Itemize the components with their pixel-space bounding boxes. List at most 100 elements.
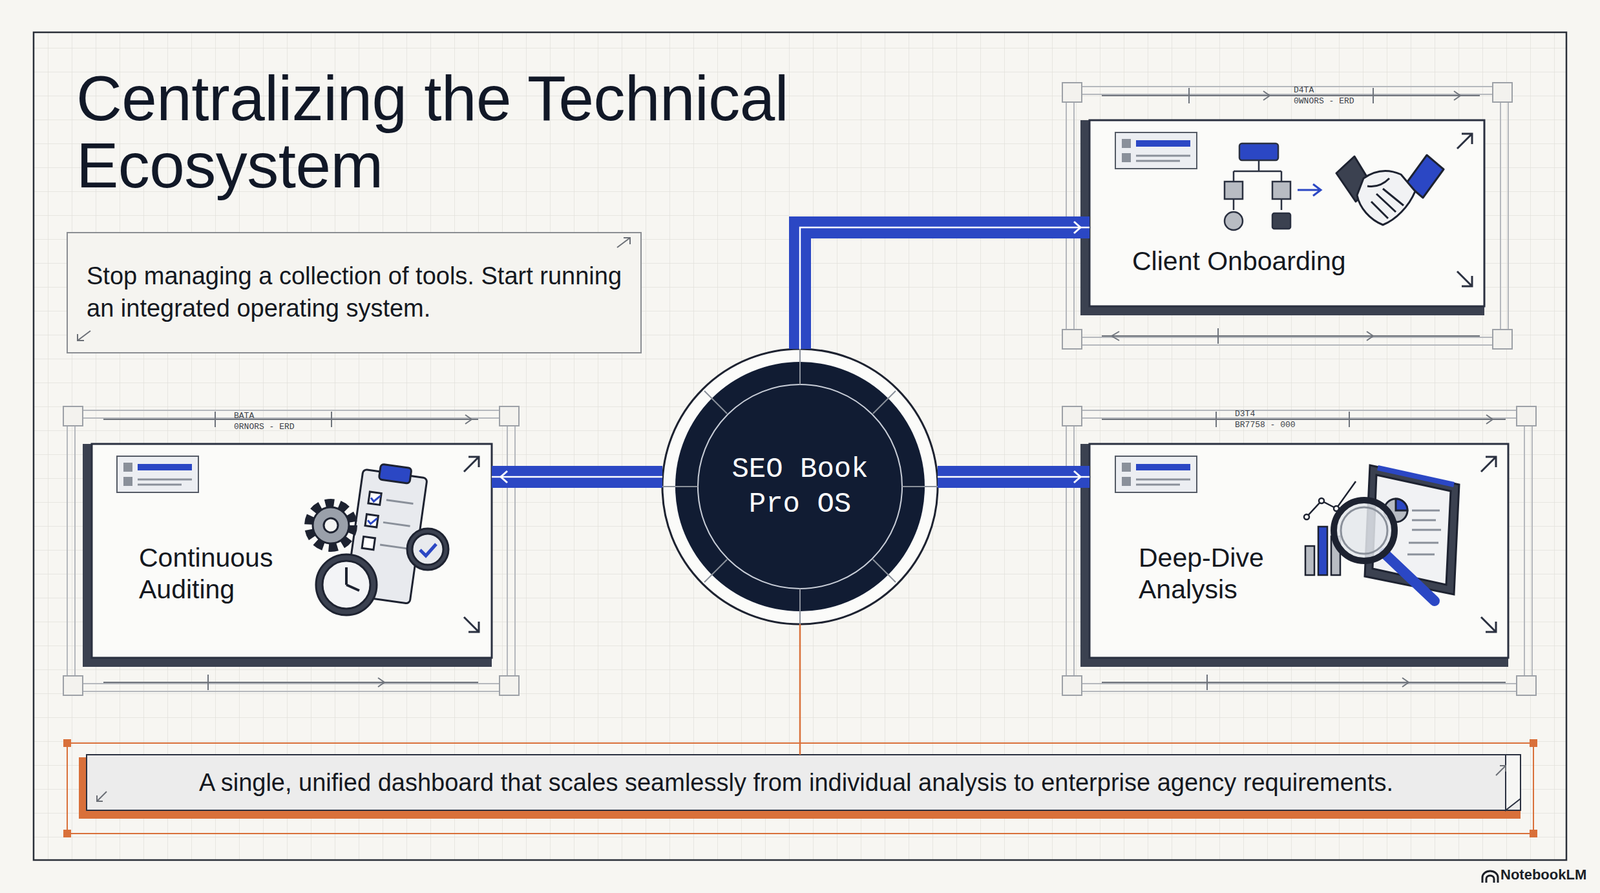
frame-tag: D4TA: [1293, 85, 1314, 96]
list-icon: [1121, 476, 1131, 486]
gear-icon: [309, 504, 353, 547]
connector: [937, 471, 1090, 483]
grid-ground: [33, 32, 1567, 861]
blueprint-frame: [1066, 410, 1533, 692]
hub-circle: [697, 384, 903, 589]
blueprint-frame: [1073, 418, 1525, 684]
connector: [491, 471, 663, 483]
tablet-icon: [1377, 467, 1454, 485]
check-icon: [412, 533, 444, 565]
note-box: [77, 330, 91, 341]
frame-corner: [63, 406, 83, 426]
frame-corner: [1516, 406, 1537, 426]
frame-corner: [499, 406, 519, 426]
flowchart-icon: [1224, 143, 1321, 231]
node-label: Continuous Auditing: [138, 542, 292, 606]
band-frame: [1505, 754, 1521, 811]
corner-arrow: [1457, 133, 1473, 149]
connector-band: [937, 465, 1090, 488]
blueprint-frame: [74, 418, 508, 684]
watermark: NotebookLM: [1500, 866, 1587, 884]
list-icon: [116, 456, 199, 493]
list-icon: [1115, 456, 1197, 493]
box-shadow: [1080, 120, 1485, 316]
clipboard-icon: [386, 500, 414, 505]
clipboard-icon: [361, 536, 375, 550]
handshake-icon: [1357, 171, 1416, 225]
list-icon: [1115, 132, 1197, 169]
frame-tag: BR7758 - 000: [1234, 420, 1296, 431]
corner-arrow: [463, 133, 1496, 632]
band-frame: [67, 743, 1534, 834]
box-fill: [91, 443, 492, 658]
frame-corner: [1062, 329, 1082, 349]
flowchart-icon: [1272, 213, 1291, 229]
flowchart-icon: [1224, 181, 1243, 200]
box-fill: [91, 120, 1509, 658]
band-frame: [1529, 829, 1538, 838]
node-label: Deep-Dive Analysis: [1138, 542, 1285, 606]
band-frame: [86, 754, 1521, 811]
node-label: Client Onboarding: [1132, 245, 1411, 278]
corner-arrow: [1457, 271, 1473, 287]
frame-tag: 0RNORS - ERD: [233, 421, 295, 433]
frame-tag: BATA: [233, 410, 254, 422]
list-icon: [1136, 140, 1191, 147]
list-icon: [1136, 463, 1191, 471]
arrow-head: [500, 471, 508, 483]
clock-icon: [322, 560, 371, 609]
list-icon: [1121, 153, 1131, 163]
dimension-line: [1101, 674, 1506, 691]
handshake-icon: [1367, 178, 1404, 219]
corner-arrow: [1481, 456, 1496, 472]
blueprint-frame: [1073, 94, 1501, 338]
frame-corner: [499, 675, 519, 696]
node-label: Stop managing a collection of tools. Sta…: [86, 259, 623, 325]
list-icon: [1136, 479, 1191, 485]
clipboard-icon: [378, 463, 412, 484]
hub-circle: [662, 348, 938, 625]
connector-line: [937, 476, 1090, 479]
clipboard-icon: [370, 494, 380, 503]
flowchart-icon: [1297, 184, 1321, 196]
frame-corner: [63, 675, 83, 696]
frame-corner: [1516, 675, 1537, 696]
frame-corner: [1492, 329, 1513, 349]
clock-icon: [346, 567, 360, 591]
check-icon: [407, 528, 449, 570]
banner-band: A single, unified dashboard that scales …: [86, 754, 1506, 811]
feature-box: Continuous Auditing: [91, 443, 492, 658]
box-fill: [1089, 120, 1485, 307]
connector-line: [800, 227, 1090, 349]
band-frame: [1529, 739, 1538, 748]
check-icon: [420, 544, 437, 556]
band-frame: [96, 765, 1506, 802]
connector: [800, 624, 801, 755]
chart-icon: [1318, 526, 1328, 576]
chart-icon: [1318, 498, 1325, 504]
grid-ground: [33, 32, 1567, 861]
dimension-line: [103, 674, 479, 691]
list-icon: [1121, 138, 1131, 148]
frame-corner: [1062, 82, 1082, 103]
dimension-line: [1101, 87, 1480, 104]
box-shadow: [82, 120, 1509, 667]
clipboard-icon: [368, 491, 382, 505]
tablet-icon: [1395, 498, 1408, 511]
frame-corner: [1492, 82, 1513, 103]
list-icon: [137, 463, 192, 471]
magnifier-icon: [1384, 553, 1435, 601]
check-icon: [407, 528, 449, 570]
connector-line: [799, 624, 802, 755]
hub-circle: [662, 348, 938, 625]
arrow-head: [1073, 221, 1081, 234]
corner-arrow: [463, 456, 479, 472]
clock-icon: [315, 554, 377, 616]
list-icon: [137, 479, 192, 485]
band-frame: [63, 739, 72, 748]
list-icon: [1115, 132, 1197, 169]
hub-circle: SEO Book Pro OS: [662, 348, 938, 625]
hub-circle: [662, 348, 938, 625]
chart-icon: [1304, 514, 1310, 520]
connector-band: [800, 227, 1090, 349]
